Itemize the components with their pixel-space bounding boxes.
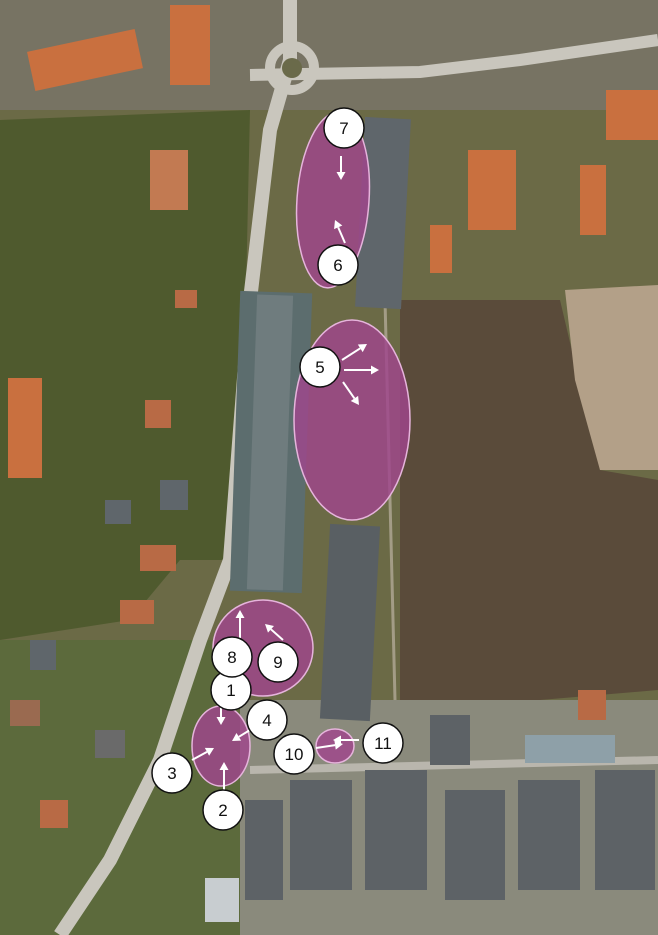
building-red-w-1	[8, 378, 42, 478]
marker-9-circle	[257, 641, 299, 683]
building-north	[355, 116, 411, 310]
roundabout-center	[282, 58, 302, 78]
marker-8-label: 8	[227, 648, 236, 667]
direction-arrow-head	[357, 344, 367, 353]
roundabout	[265, 41, 319, 95]
direction-arrow-head	[334, 740, 343, 750]
direction-arrow	[341, 347, 361, 361]
marker-3-circle	[151, 752, 193, 794]
building-red-ne-3	[580, 165, 606, 235]
direction-arrow-head	[204, 747, 214, 756]
villa	[140, 545, 176, 571]
direction-arrow-head	[216, 717, 226, 725]
direction-arrow-head	[232, 732, 242, 741]
marker-7-circle	[323, 107, 365, 149]
villa	[105, 500, 131, 524]
direction-arrow	[315, 744, 336, 749]
arrows-layer	[191, 156, 379, 790]
direction-arrow-head	[334, 220, 343, 230]
direction-arrow	[191, 750, 208, 761]
direction-arrow	[337, 226, 346, 244]
villa	[120, 600, 154, 624]
villa	[30, 640, 56, 670]
direction-arrow	[270, 628, 284, 641]
direction-arrow	[238, 729, 251, 738]
southwest-area	[0, 640, 240, 935]
marker-11-label: 11	[374, 734, 392, 753]
villa	[10, 700, 40, 726]
marker-5-circle	[299, 346, 341, 388]
building-red-nw-1	[27, 29, 143, 91]
direction-arrow-head	[219, 762, 229, 770]
villa	[160, 480, 188, 510]
marker-1-label: 1	[226, 681, 235, 700]
marker-2-circle	[202, 789, 244, 831]
villa	[578, 690, 606, 720]
villa	[40, 800, 68, 828]
direction-arrow-head	[235, 610, 245, 618]
direction-arrow-head	[336, 172, 346, 180]
forest-east	[400, 300, 658, 700]
building-red-ne-2	[430, 225, 452, 273]
markers-layer: 1 2 3 4 5 6 7 8 9 10 11	[151, 107, 404, 831]
marker-6-label: 6	[333, 256, 342, 275]
building-red-ne-4	[606, 90, 658, 140]
direction-arrow-head	[371, 365, 379, 375]
villa	[145, 400, 171, 428]
villa	[175, 290, 197, 308]
marker-7-label: 7	[339, 119, 348, 138]
direction-arrow-head	[333, 735, 341, 745]
marker-10-label: 10	[285, 745, 304, 764]
marker-5-label: 5	[315, 358, 324, 377]
villa	[95, 730, 125, 758]
direction-arrow	[342, 381, 356, 400]
marker-6-circle	[317, 244, 359, 286]
marker-8-circle	[211, 636, 253, 678]
marker-3-label: 3	[167, 764, 176, 783]
building-red-ne-1	[468, 150, 516, 230]
building-red-nw-2	[170, 5, 210, 85]
direction-arrow-head	[265, 624, 274, 633]
marker-11-circle	[362, 722, 404, 764]
building-south	[319, 523, 381, 722]
building-red-nw-3	[150, 150, 188, 210]
terrace-houses	[245, 715, 655, 900]
direction-arrow-head	[350, 395, 359, 405]
marker-4-label: 4	[262, 711, 271, 730]
marker-2-label: 2	[218, 801, 227, 820]
marker-4-circle	[246, 699, 288, 741]
villa	[205, 878, 239, 922]
north-road	[249, 34, 658, 81]
marker-9-label: 9	[273, 653, 282, 672]
field-east	[565, 285, 658, 470]
marker-10-circle	[273, 733, 315, 775]
building-middle-roof	[246, 294, 294, 591]
